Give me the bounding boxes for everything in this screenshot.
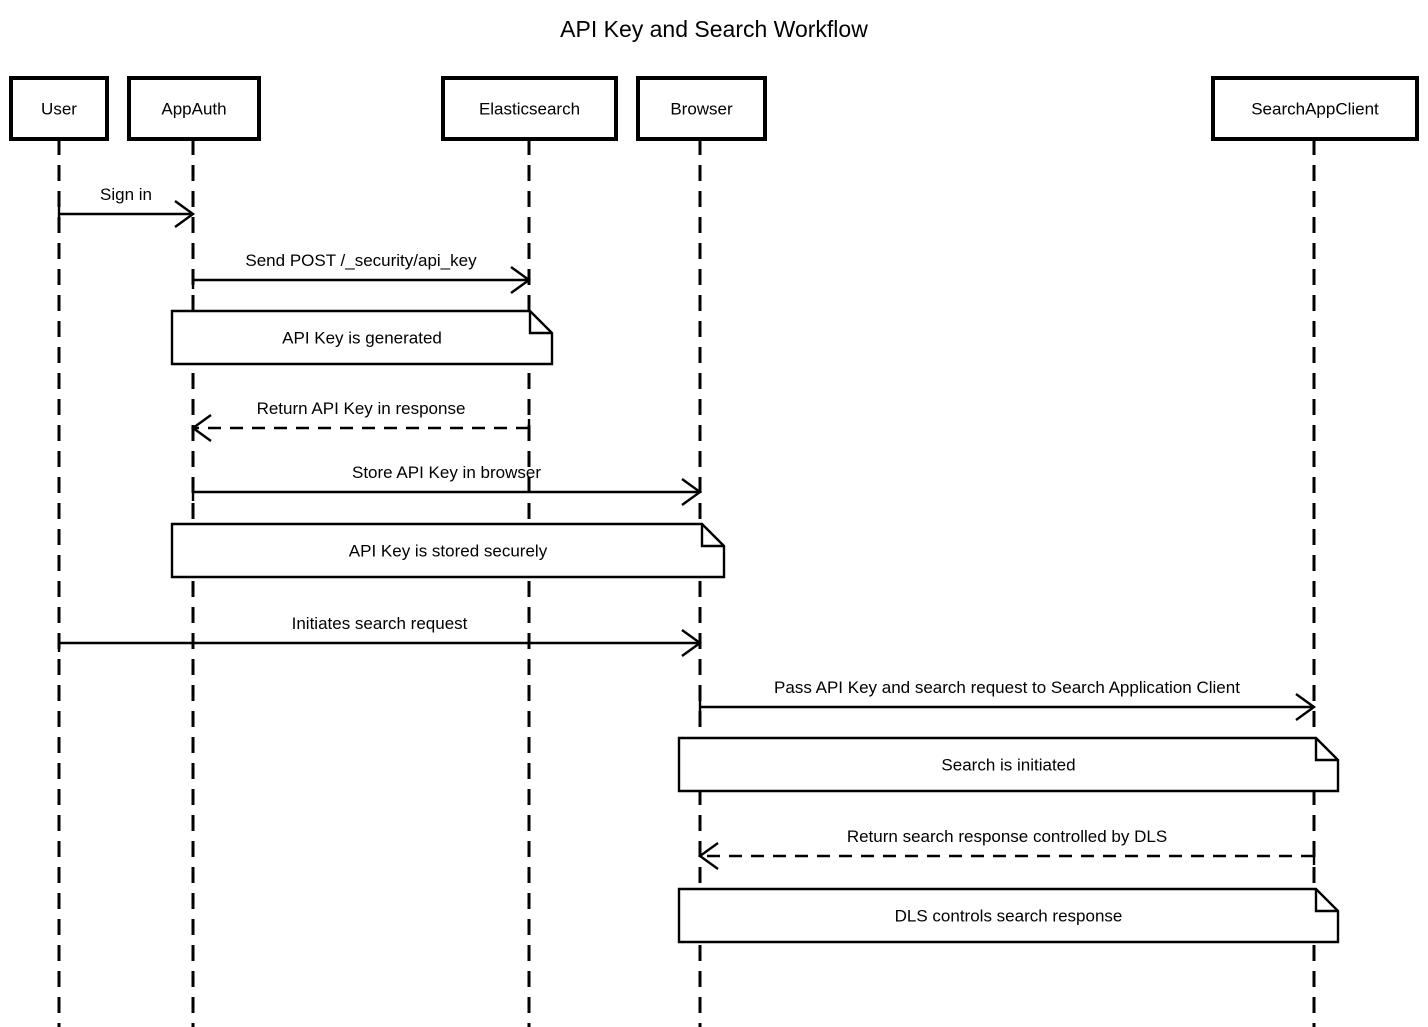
note-note-api-key-stored: API Key is stored securely bbox=[170, 522, 726, 579]
message-label-msg-return-search-response: Return search response controlled by DLS bbox=[847, 827, 1167, 846]
message-msg-return-api-key: Return API Key in response bbox=[190, 399, 531, 442]
message-label-msg-sign-in: Sign in bbox=[100, 185, 152, 204]
participant-label-browser: Browser bbox=[670, 100, 733, 119]
participant-box-elasticsearch bbox=[441, 76, 618, 141]
note-fold-corner-icon bbox=[700, 524, 724, 548]
participant-label-searchappclient: SearchAppClient bbox=[1251, 100, 1379, 119]
participant-box-appauth bbox=[127, 76, 261, 141]
arrowhead-icon-msg-pass-api-key bbox=[1295, 693, 1317, 721]
message-label-msg-store-api-key: Store API Key in browser bbox=[352, 463, 541, 482]
note-label-note-search-initiated: Search is initiated bbox=[941, 756, 1075, 775]
note-note-search-initiated: Search is initiated bbox=[677, 736, 1340, 793]
participant-label-appauth: AppAuth bbox=[161, 100, 226, 119]
lifelines-group bbox=[57, 139, 1316, 1027]
message-msg-pass-api-key: Pass API Key and search request to Searc… bbox=[698, 678, 1317, 721]
page-title: API Key and Search Workflow bbox=[560, 16, 868, 42]
participant-label-elasticsearch: Elasticsearch bbox=[479, 100, 580, 119]
message-msg-store-api-key: Store API Key in browser bbox=[191, 463, 703, 506]
note-body-note-api-key-stored bbox=[170, 522, 726, 579]
note-body-note-dls-controls bbox=[677, 887, 1340, 944]
note-body-note-search-initiated bbox=[677, 736, 1340, 793]
arrowhead-icon-msg-initiates-search bbox=[681, 629, 703, 657]
arrowhead-icon-msg-send-post-api-key bbox=[510, 266, 532, 294]
arrowhead-icon-msg-return-search-response bbox=[697, 842, 719, 870]
note-fold-corner-icon bbox=[1314, 738, 1338, 762]
note-label-note-dls-controls: DLS controls search response bbox=[895, 907, 1123, 926]
message-label-msg-return-api-key: Return API Key in response bbox=[257, 399, 466, 418]
participant-appauth[interactable]: AppAuth bbox=[127, 76, 261, 141]
message-label-msg-initiates-search: Initiates search request bbox=[292, 614, 468, 633]
note-label-note-api-key-generated: API Key is generated bbox=[282, 329, 442, 348]
participant-box-browser bbox=[636, 76, 767, 141]
messages-group: Sign in Send POST /_security/api_keyRetur… bbox=[57, 185, 1317, 870]
participant-searchappclient[interactable]: SearchAppClient bbox=[1211, 76, 1419, 141]
note-fold-corner-icon bbox=[528, 311, 552, 335]
message-msg-return-search-response: Return search response controlled by DLS bbox=[697, 827, 1316, 870]
participant-box-searchappclient bbox=[1211, 76, 1419, 141]
message-msg-initiates-search: Initiates search request bbox=[57, 614, 703, 657]
note-note-api-key-generated: API Key is generated bbox=[170, 309, 554, 366]
arrowhead-icon-msg-return-api-key bbox=[190, 414, 212, 442]
note-label-note-api-key-stored: API Key is stored securely bbox=[349, 542, 548, 561]
message-msg-send-post-api-key: Send POST /_security/api_key bbox=[191, 251, 532, 294]
arrowhead-icon-msg-store-api-key bbox=[681, 478, 703, 506]
participants-group: User AppAuth Elasticsearch Browser SearchApp… bbox=[9, 76, 1419, 141]
participant-browser[interactable]: Browser bbox=[636, 76, 767, 141]
message-label-msg-pass-api-key: Pass API Key and search request to Searc… bbox=[774, 678, 1240, 697]
note-body-note-api-key-generated bbox=[170, 309, 554, 366]
note-fold-corner-icon bbox=[1314, 889, 1338, 913]
participant-elasticsearch[interactable]: Elasticsearch bbox=[441, 76, 618, 141]
message-msg-sign-in: Sign in bbox=[57, 185, 196, 228]
participant-label-user: User bbox=[41, 100, 77, 119]
message-label-msg-send-post-api-key: Send POST /_security/api_key bbox=[245, 251, 477, 270]
note-note-dls-controls: DLS controls search response bbox=[677, 887, 1340, 944]
participant-box-user bbox=[9, 76, 109, 141]
participant-user[interactable]: User bbox=[9, 76, 109, 141]
arrowhead-icon-msg-sign-in bbox=[174, 200, 196, 228]
